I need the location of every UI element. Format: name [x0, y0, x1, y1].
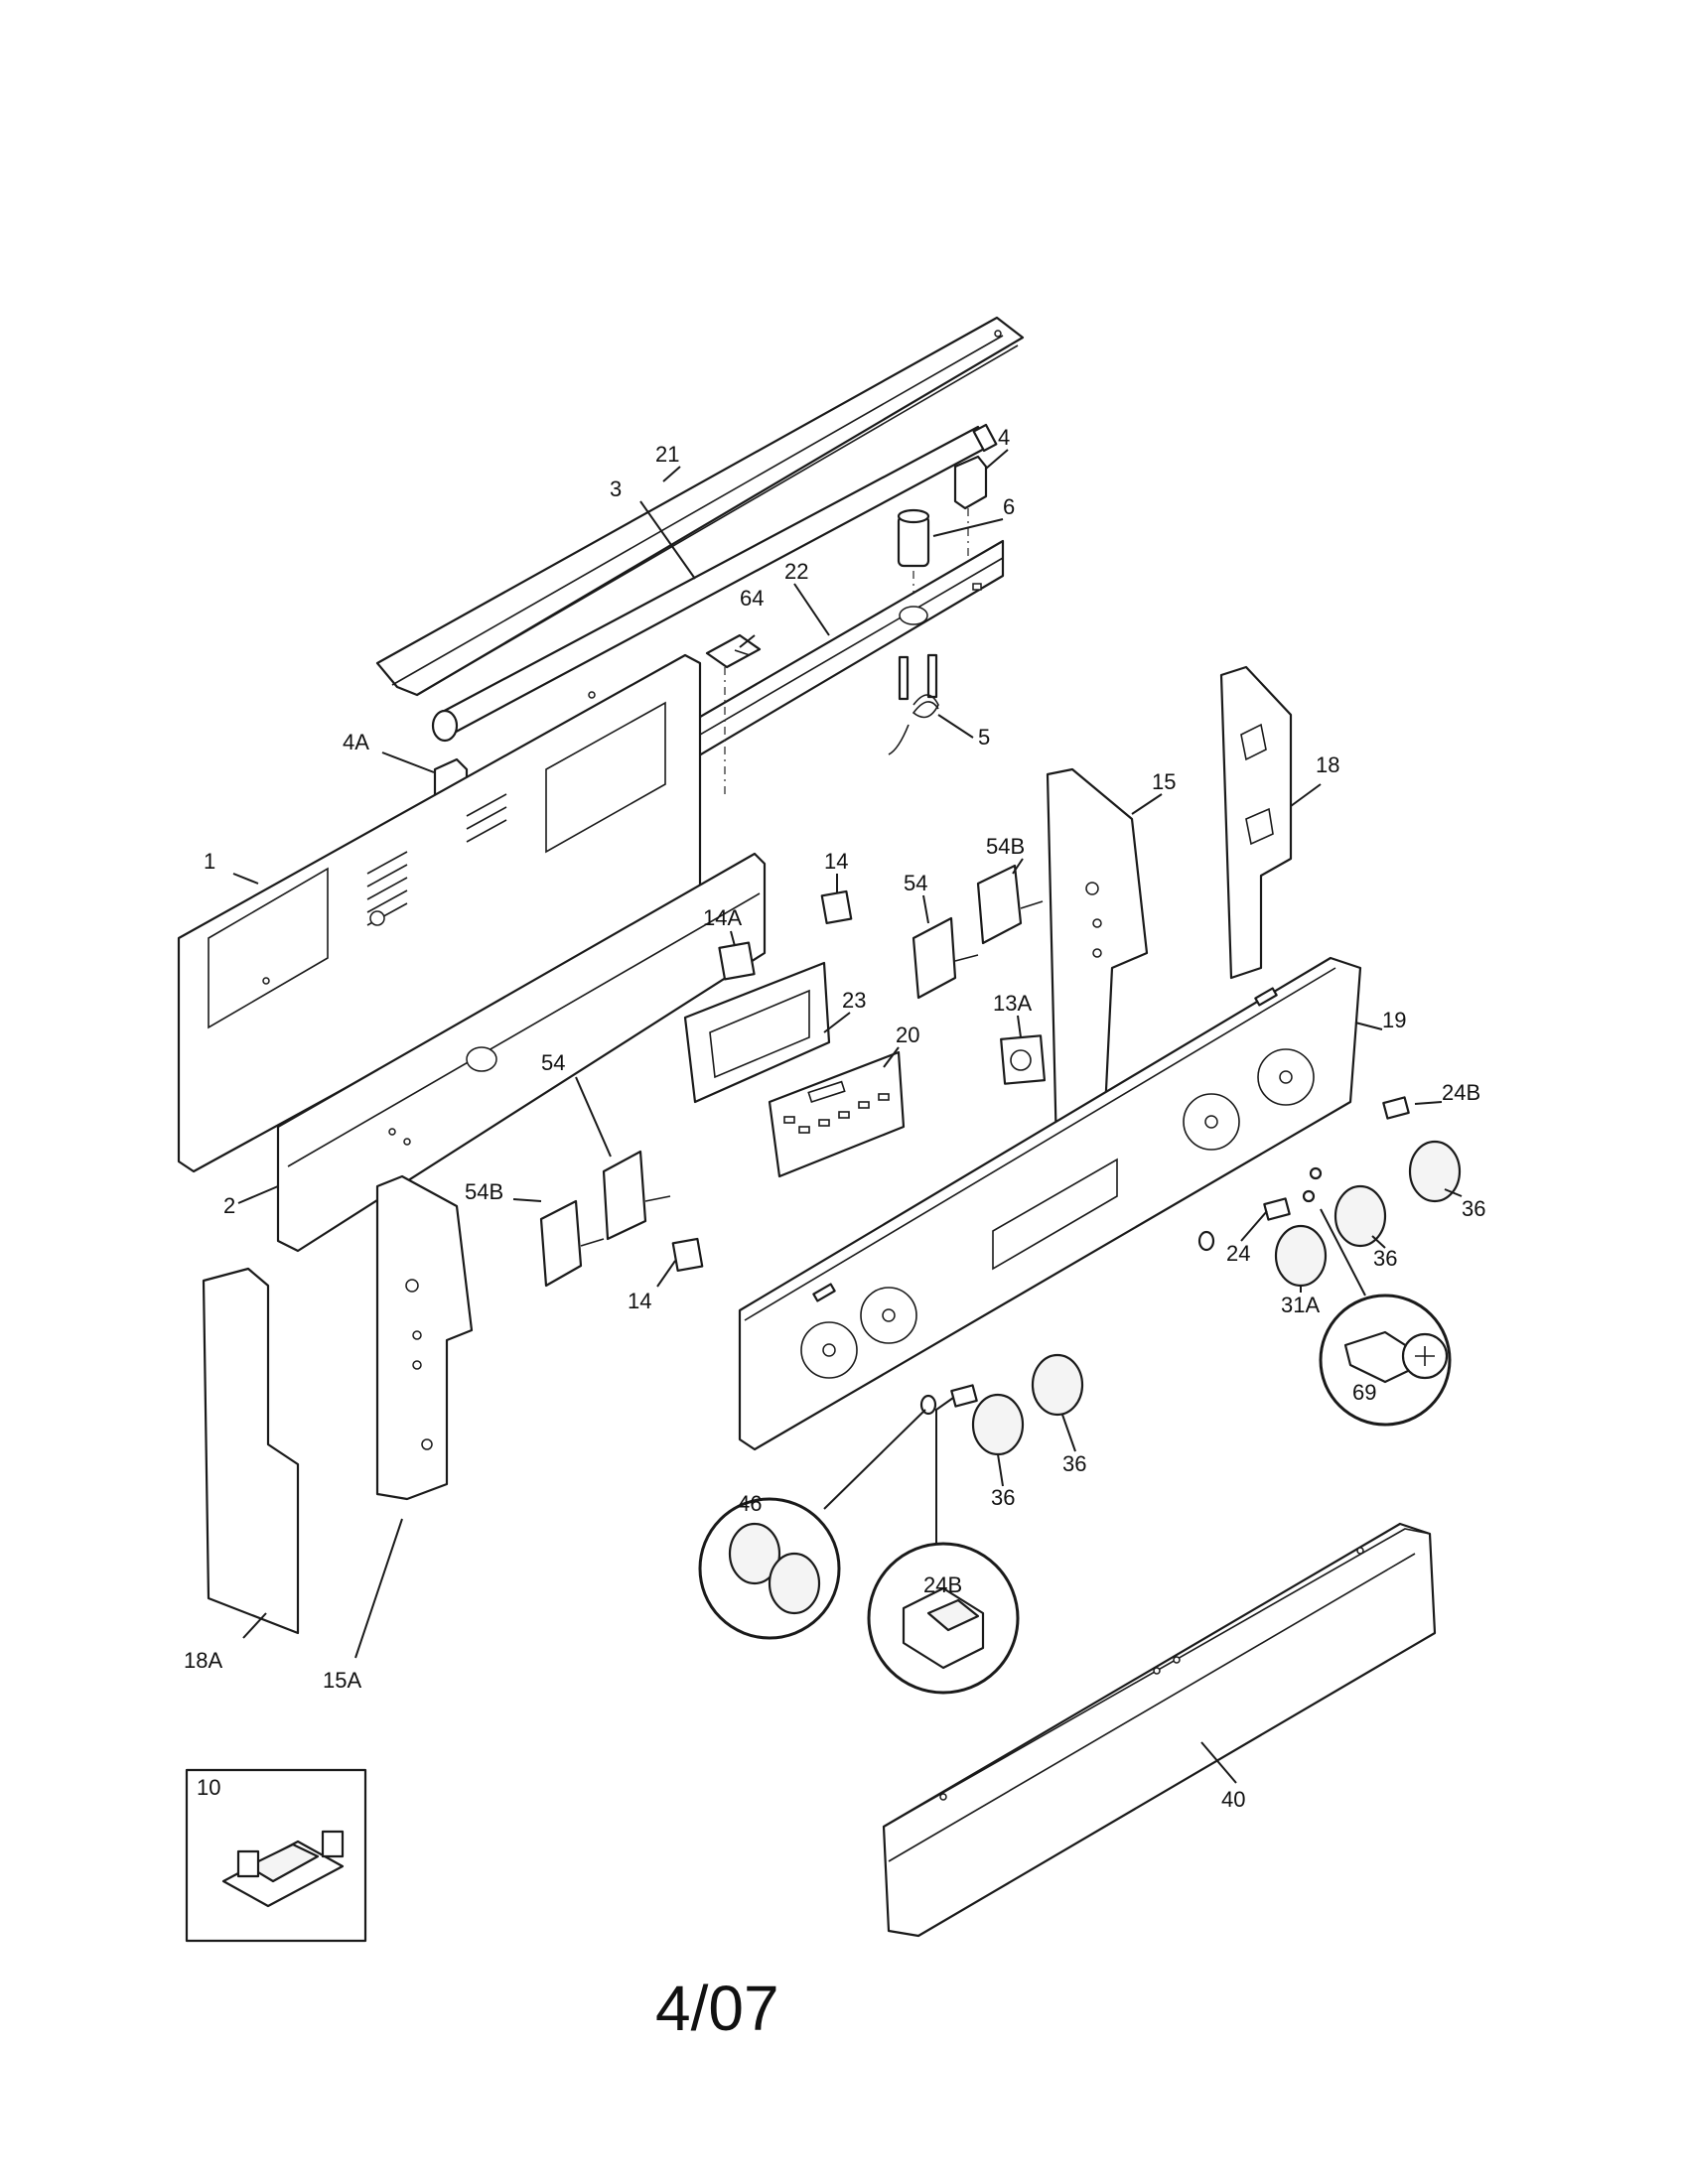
part-64-clip [705, 633, 762, 794]
indicator-small-right [1197, 1230, 1215, 1252]
callout-4a: 4A [343, 730, 369, 754]
callout-40: 40 [1221, 1787, 1245, 1812]
callout-14-bottom: 14 [628, 1289, 651, 1313]
callout-54-top: 54 [904, 871, 927, 895]
date-code: 4/07 [655, 1973, 779, 2044]
callout-14a: 14A [703, 905, 742, 930]
rocker-24 [1263, 1197, 1291, 1221]
part-2-lower-channel [276, 852, 767, 1253]
part-14-switch-bottom [671, 1237, 704, 1272]
detail-46-indicator [698, 1409, 926, 1640]
callout-13a: 13A [993, 991, 1032, 1016]
knob-36-bottom-left [971, 1393, 1025, 1456]
callout-18: 18 [1316, 752, 1339, 777]
knob-36-right-near [1333, 1184, 1387, 1248]
callout-21: 21 [655, 442, 679, 467]
callout-labels: 21 3 4 6 22 64 4A 5 1 18 15 14 54B 54 14… [184, 425, 1485, 1812]
part-15a-side-bracket [375, 1174, 474, 1501]
part-18a-end-bracket [202, 1267, 300, 1635]
part-54b-switch-left [539, 1199, 605, 1288]
callout-14-top: 14 [824, 849, 848, 874]
detail-24b-rocker [867, 1397, 1020, 1695]
part-18-end-bracket [1219, 665, 1293, 980]
part-20-control-board [768, 1050, 906, 1178]
callout-36-right-near: 36 [1373, 1246, 1397, 1271]
callout-23: 23 [842, 988, 866, 1013]
callout-6: 6 [1003, 494, 1015, 519]
part-14-switch-top [820, 889, 853, 924]
callout-69: 69 [1352, 1380, 1376, 1405]
leader-lines [232, 449, 1463, 1784]
callout-36-right-far: 36 [1462, 1196, 1485, 1221]
part-40-trim [882, 1522, 1437, 1938]
inset-10-ballast [185, 1768, 367, 1943]
callout-18a: 18A [184, 1648, 222, 1673]
callout-24b-right: 24B [1442, 1080, 1480, 1105]
callout-24: 24 [1226, 1241, 1250, 1266]
part-54-switch-top [912, 916, 979, 1000]
callout-19: 19 [1382, 1008, 1406, 1032]
callout-54b-left: 54B [465, 1179, 503, 1204]
part-14a-switch [718, 941, 756, 981]
callout-54-mid: 54 [541, 1050, 565, 1075]
rocker-24b-bottom [950, 1384, 978, 1408]
rocker-24b-right [1382, 1096, 1410, 1120]
detail-69-screw [1319, 1208, 1452, 1427]
knob-36-bottom-right [1031, 1353, 1084, 1417]
knob-36-right-far [1408, 1140, 1462, 1203]
part-4-lamp-holder [953, 455, 988, 566]
part-6-starter [897, 508, 930, 611]
callout-2: 2 [223, 1193, 235, 1218]
part-5-wire-lead [888, 653, 939, 755]
callout-4: 4 [998, 425, 1010, 450]
callout-3: 3 [610, 477, 622, 501]
part-21-top-trim [375, 316, 1025, 697]
callout-15: 15 [1152, 769, 1176, 794]
part-3-light-tube [431, 423, 998, 743]
part-23-control-frame [683, 961, 831, 1104]
callout-5: 5 [978, 725, 990, 750]
callout-64: 64 [740, 586, 764, 611]
callout-22: 22 [784, 559, 808, 584]
part-54-switch-mid [602, 1150, 671, 1241]
callout-31a: 31A [1281, 1293, 1320, 1317]
part-13a-switch [1000, 1034, 1047, 1085]
screw-small [1302, 1166, 1323, 1203]
callout-10: 10 [197, 1775, 220, 1800]
callout-36-bottom-right: 36 [1062, 1451, 1086, 1476]
callout-46: 46 [738, 1491, 762, 1516]
callout-24b-bottom: 24B [923, 1572, 962, 1597]
callout-1: 1 [204, 849, 215, 874]
callout-20: 20 [896, 1023, 919, 1047]
part-19-control-panel [738, 956, 1362, 1451]
callout-54b-top: 54B [986, 834, 1025, 859]
callout-15a: 15A [323, 1668, 361, 1693]
callout-36-bottom-left: 36 [991, 1485, 1015, 1510]
part-54b-switch-top [976, 864, 1044, 945]
knob-31a [1274, 1224, 1328, 1288]
